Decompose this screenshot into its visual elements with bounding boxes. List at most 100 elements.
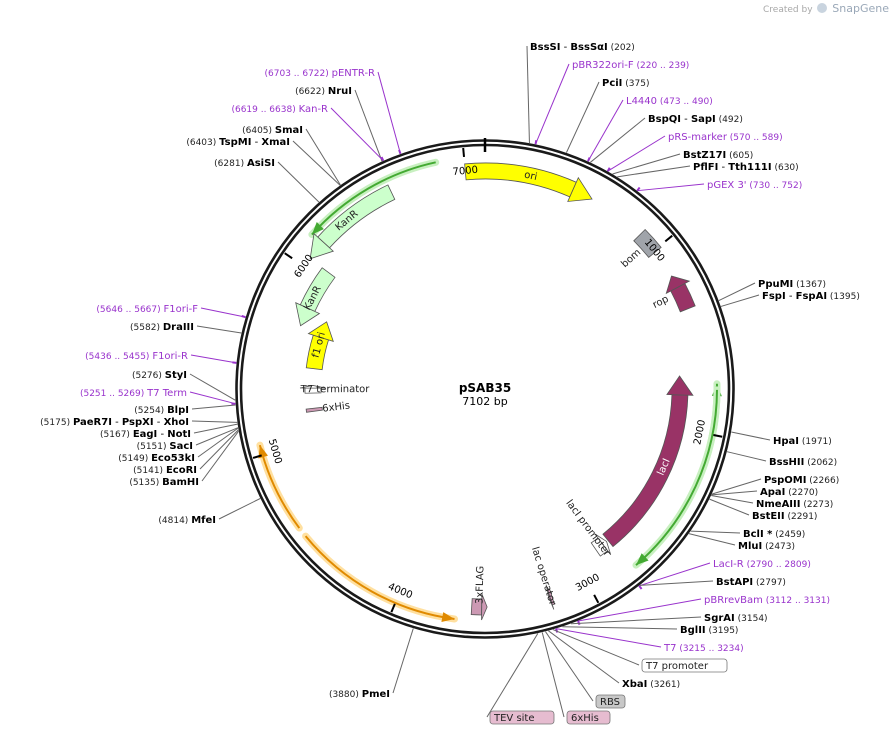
leader-line	[607, 135, 666, 172]
site-label: BglII (3195)	[680, 625, 738, 636]
site-name: FspI	[762, 291, 786, 302]
primer-tick	[636, 186, 641, 192]
leader-line	[305, 128, 341, 186]
leader-line	[548, 630, 620, 684]
leader-line	[587, 99, 624, 162]
site-position: (2270)	[785, 488, 818, 498]
site-alt: NotI	[167, 429, 191, 440]
feature-label: T7 terminator	[300, 384, 371, 395]
site-label: NmeAIII (2273)	[756, 499, 833, 510]
leader-line	[711, 495, 754, 504]
site-name: SmaI	[275, 125, 303, 136]
tick-label: 7000	[452, 165, 478, 178]
snapgene-credit[interactable]: Created by SnapGene	[763, 2, 889, 15]
primer-range: (570 .. 589)	[727, 133, 783, 143]
site-label: HpaI (1971)	[773, 436, 832, 447]
primer-name: F1ori-R	[152, 351, 188, 362]
feature-lac-operator: lac operator	[529, 546, 558, 610]
primer-label: LacI-R (2790 .. 2809)	[713, 559, 811, 570]
site-position: (492)	[716, 115, 743, 125]
primer-tick	[587, 157, 591, 162]
site-position: (6405)	[242, 126, 275, 136]
site-name: BstEII	[752, 511, 785, 522]
feature-kanr: KanR	[309, 184, 396, 260]
leader-line	[577, 598, 702, 622]
feature-box-name: T7 promoter	[645, 661, 709, 672]
site-label: BssSI - BssSαI (202)	[530, 42, 635, 53]
site-position: (3195)	[706, 626, 739, 636]
feature-f1-ori: f1 ori	[305, 321, 334, 371]
feature-label: rop	[651, 294, 671, 311]
site-position: (6403)	[186, 138, 219, 148]
site-name: SacI	[169, 441, 193, 452]
site-name: BstAPI	[716, 577, 753, 588]
site-name: BamHI	[162, 477, 199, 488]
leader-line	[191, 404, 236, 410]
primer-range: (5646 .. 5667)	[96, 305, 163, 315]
label-layer: BssSI - BssSαI (202) pBR322ori-F (220 .. …	[40, 42, 860, 725]
primer-name: L4440	[626, 96, 657, 107]
orf-layer	[256, 158, 722, 623]
site-label: BclI * (2459)	[743, 529, 805, 540]
leader-line	[709, 498, 750, 516]
site-position: (202)	[608, 43, 635, 53]
feature-label: ori	[523, 170, 538, 183]
primer-name: T7 Term	[146, 388, 187, 399]
site-name: BssHII	[769, 457, 804, 468]
leader-line	[545, 631, 594, 702]
primer-range: (730 .. 752)	[747, 181, 803, 191]
site-alt: Tth111I	[728, 162, 771, 173]
primer-range: (3215 .. 3234)	[676, 644, 743, 654]
primer-label: pGEX 3' (730 .. 752)	[707, 180, 802, 191]
primer-range: (5251 .. 5269)	[80, 389, 147, 399]
leader-line	[726, 451, 767, 462]
primer-label: pRS-marker (570 .. 589)	[668, 132, 783, 143]
site-position: (4814)	[158, 516, 191, 526]
leader-line	[193, 423, 238, 434]
primer-tick	[638, 585, 643, 590]
leader-line	[556, 628, 662, 648]
site-name: BclI	[743, 529, 764, 540]
site-label: (5175) PaeR7I - PspXI - XhoI	[40, 417, 189, 428]
primer-range: (473 .. 490)	[657, 97, 713, 107]
leader-line	[218, 498, 261, 520]
site-name: NmeAIII	[756, 499, 800, 510]
tick-mark	[252, 454, 262, 459]
feature-arrowhead	[295, 302, 321, 327]
leader-line	[292, 140, 341, 186]
leader-line	[731, 431, 771, 441]
primer-label: pBRrevBam (3112 .. 3131)	[704, 595, 830, 606]
site-alt: FspAI	[796, 291, 827, 302]
site-alt2: XhoI	[164, 417, 189, 428]
feature-body	[590, 537, 609, 557]
site-position: (5149)	[118, 454, 151, 464]
primer-name: T7	[663, 643, 676, 654]
site-name: HpaI	[773, 436, 799, 447]
feature-box-name: RBS	[600, 697, 620, 708]
site-name: TspMI	[219, 137, 251, 148]
feature-3xflag: 3xFLAG	[470, 566, 488, 621]
site-alt: SapI	[691, 114, 716, 125]
primer-range: (6703 .. 6722)	[265, 69, 332, 79]
site-label: PspOMI (2266)	[764, 475, 839, 486]
primer-tick	[380, 156, 385, 162]
site-position: (3880)	[329, 690, 362, 700]
site-label: (5151) SacI	[137, 441, 193, 452]
site-alt: XmaI	[261, 137, 290, 148]
leader-line	[189, 373, 236, 401]
primer-tick	[606, 167, 611, 172]
tick-mark	[462, 147, 465, 158]
site-position: (5135)	[129, 478, 162, 488]
credit-prefix: Created by	[763, 5, 813, 15]
primer-label: pBR322ori-F (220 .. 239)	[572, 60, 689, 71]
feature-label: lac operator	[529, 546, 558, 608]
site-label: BssHII (2062)	[769, 457, 837, 468]
leader-line	[526, 45, 530, 143]
leader-line	[189, 391, 236, 405]
site-label: (5582) DraIII	[130, 322, 194, 333]
site-position: (3261)	[647, 680, 680, 690]
site-label: BstZ17I (605)	[683, 150, 753, 161]
site-position: (2473)	[762, 542, 795, 552]
feature-body	[670, 282, 696, 313]
